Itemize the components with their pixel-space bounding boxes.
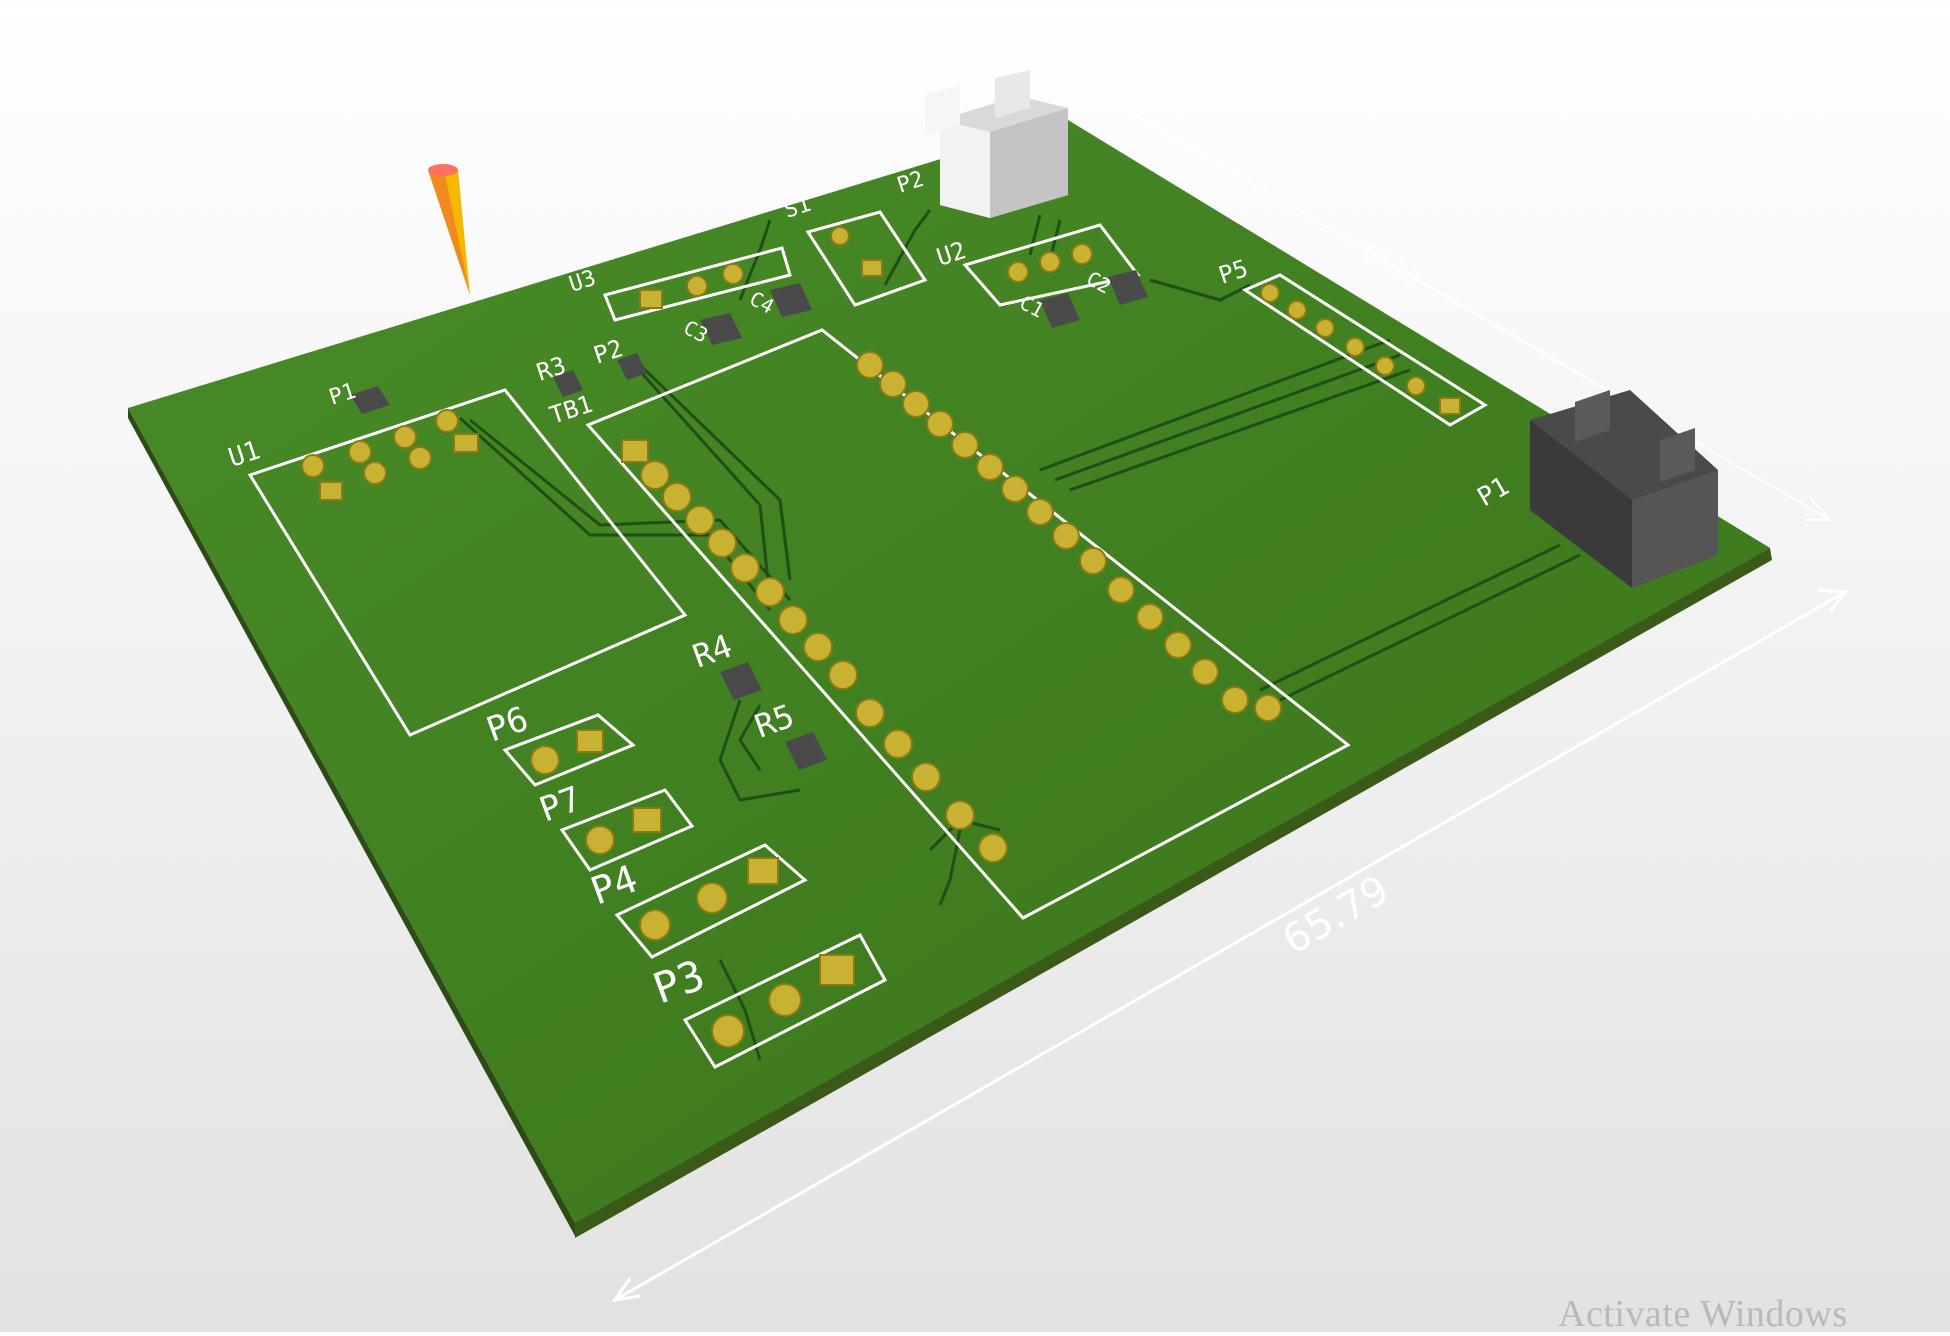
copper-traces [458,209,1581,1061]
u1-pads [301,409,479,501]
connector-pads [530,729,855,1048]
board-edge-side [575,548,1772,1238]
origin-cone-marker [428,164,470,295]
connector-black-right[interactable] [1530,390,1718,588]
dimension-width-line [611,588,1848,1303]
regulator-pads [639,226,1093,309]
connector-white-top[interactable] [925,70,1068,218]
dimension-depth-line [1104,97,1833,521]
header-pads-right [856,351,1282,722]
dimension-depth-label: 67.23 [1358,240,1425,293]
silkscreen-outlines [247,210,1488,1069]
board-sheen [128,120,1770,1223]
p5-pads [1260,283,1461,415]
dimension-width-label: 65.79 [1275,867,1397,964]
smd-components [350,270,1148,770]
activate-windows-watermark: Activate Windows [1558,1293,1848,1335]
header-pads-left [621,439,1008,863]
